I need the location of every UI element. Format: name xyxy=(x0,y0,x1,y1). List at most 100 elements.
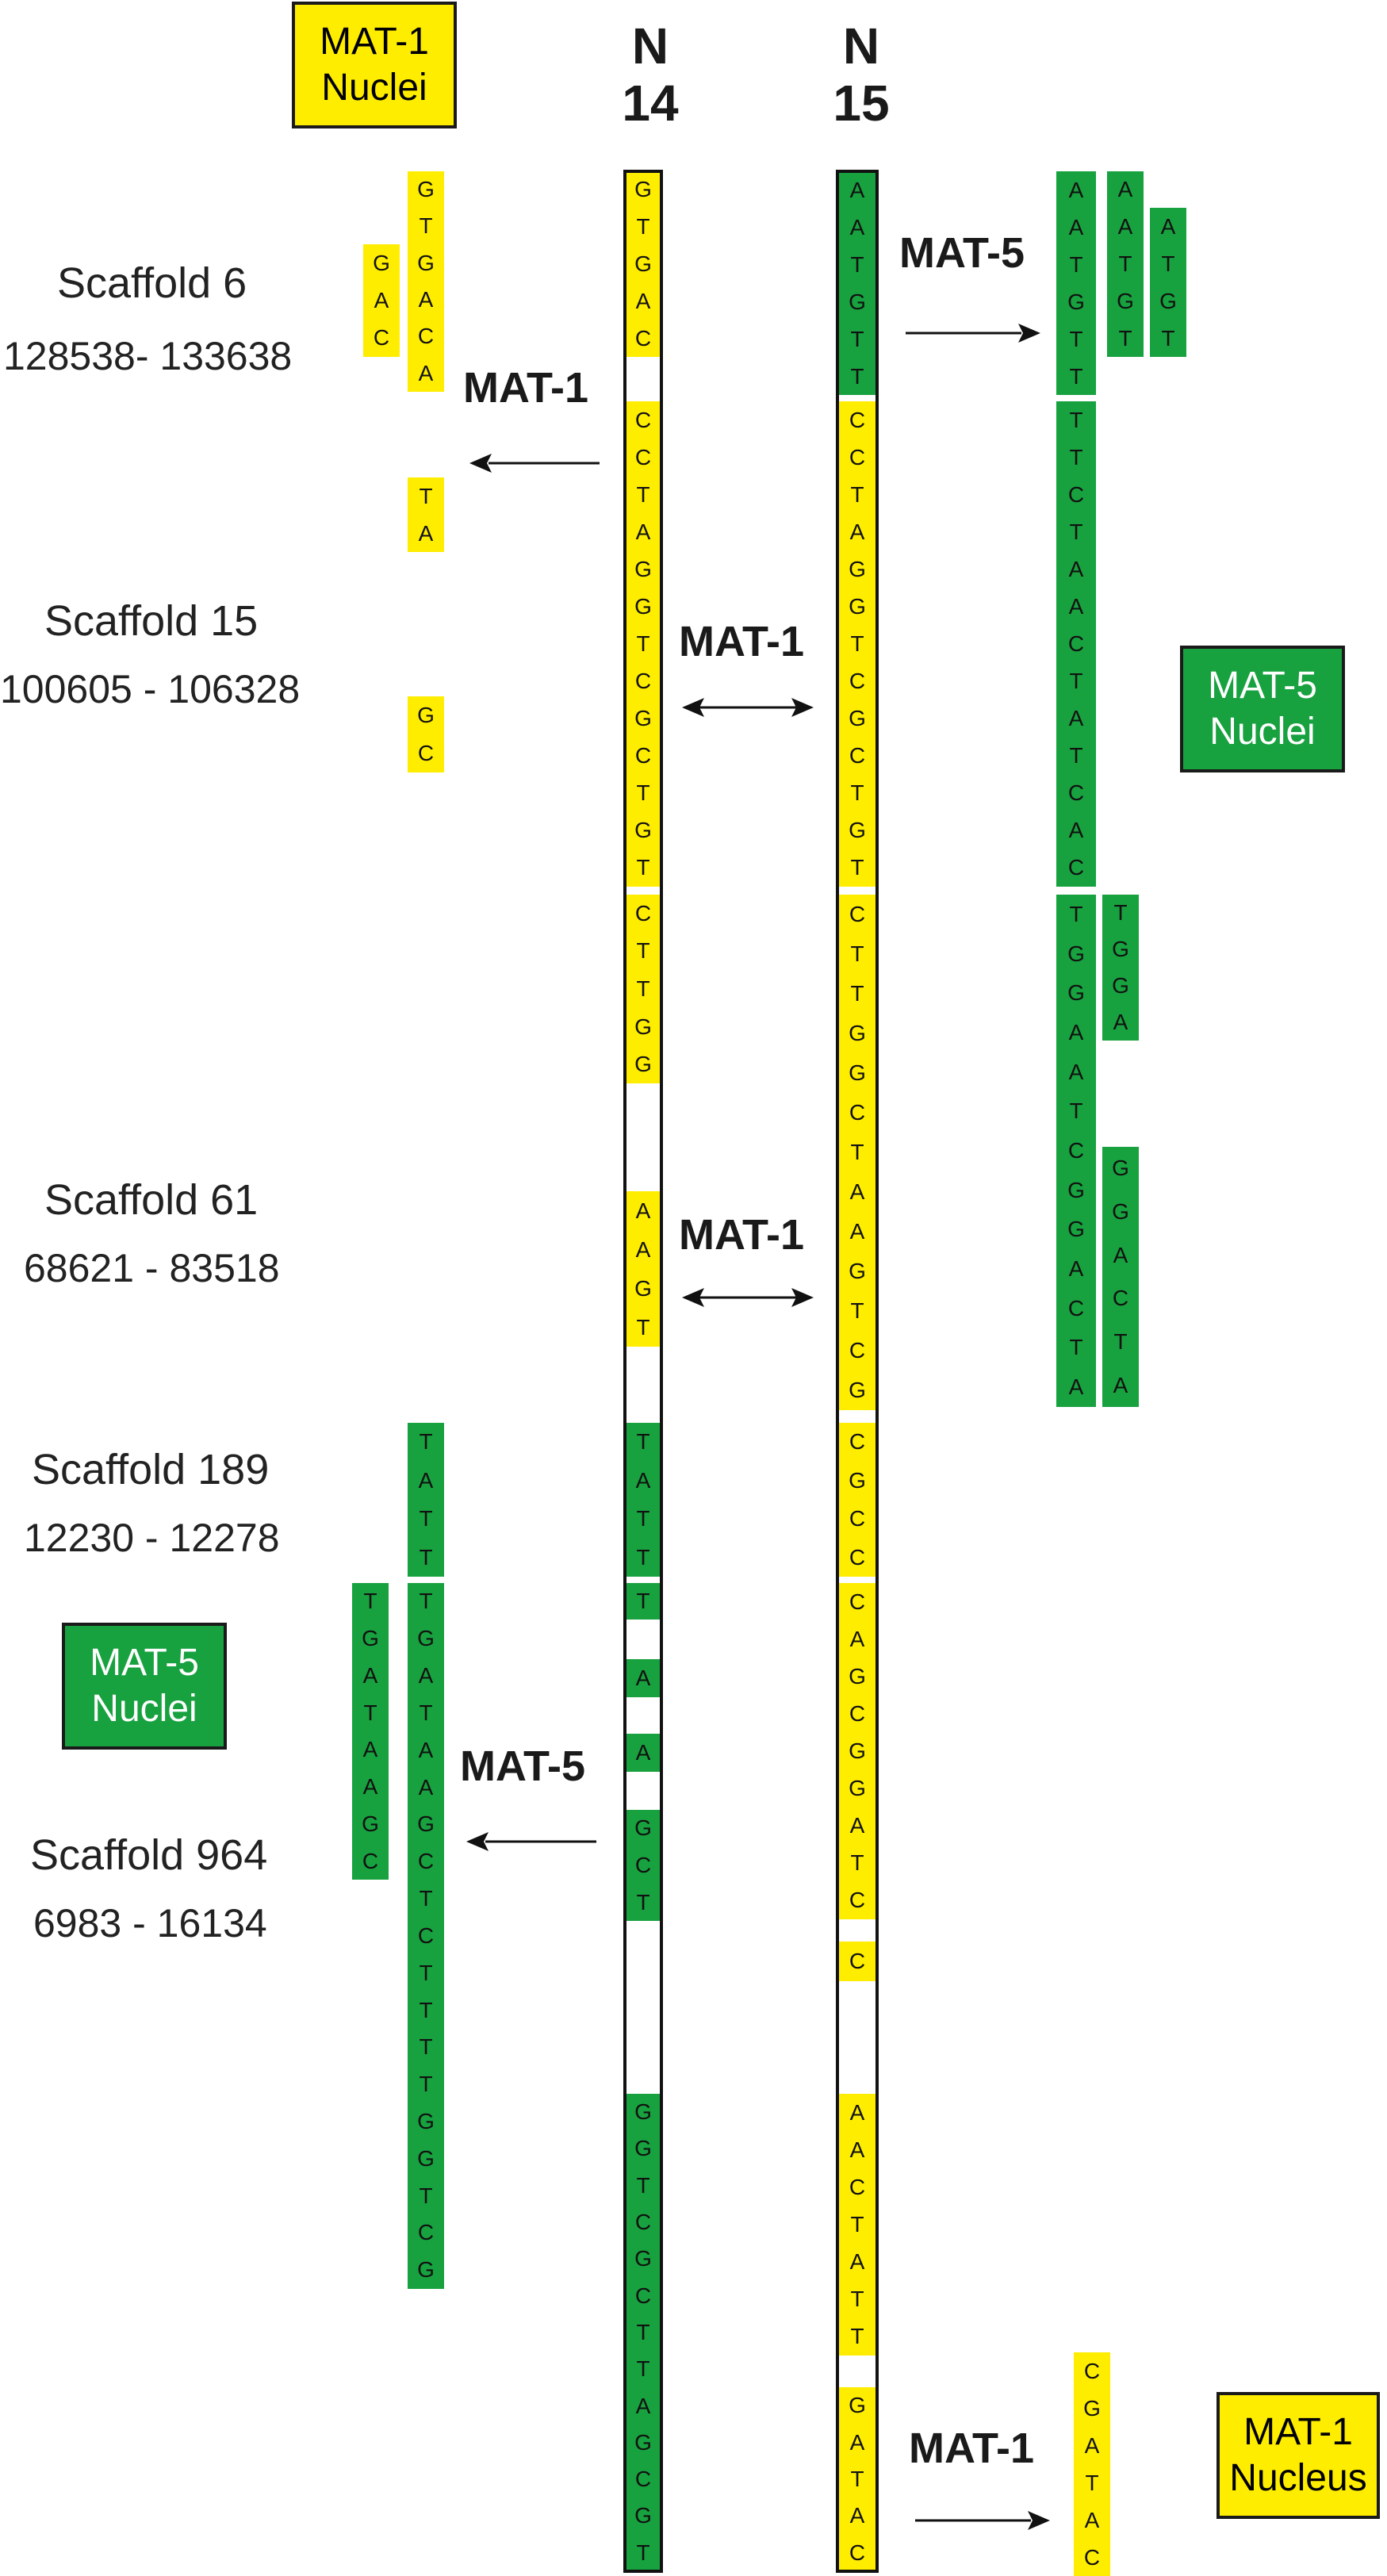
nucleotide-letter: G xyxy=(634,2099,652,2125)
arrow-double-icon xyxy=(682,1288,814,1307)
nucleotide-letter: C xyxy=(417,741,435,765)
nucleotide-letter: C xyxy=(1067,780,1085,806)
legend-line2: Nuclei xyxy=(321,67,427,109)
nucleotide-letter: A xyxy=(418,1663,434,1689)
nucleotide-letter: T xyxy=(636,1589,650,1613)
nucleotide-letter: G xyxy=(362,1811,379,1836)
arrow-left-icon xyxy=(466,1832,596,1851)
nucleotide-letter: C xyxy=(849,2174,866,2199)
legend-line1: MAT-5 xyxy=(90,1642,199,1684)
nucleotide-letter: C xyxy=(849,1949,866,1973)
nucleotide-letter: G xyxy=(634,1275,652,1301)
nucleotide-letter: A xyxy=(635,1467,651,1493)
nucleotide-letter: G xyxy=(634,1014,652,1039)
nucleotide-letter: A xyxy=(849,1219,865,1244)
nucleotide-letter: A xyxy=(1113,1372,1128,1397)
nucleotide-letter: A xyxy=(635,1236,651,1262)
mat-label: MAT-1 xyxy=(679,618,804,665)
nucleotide-letter: G xyxy=(1067,289,1085,314)
nucleotide-letter: G xyxy=(849,1776,866,1801)
nucleotide-letter: C xyxy=(634,444,652,470)
nucleotide-letter: T xyxy=(850,2287,864,2312)
nucleotide-letter: A xyxy=(1068,818,1084,843)
nucleotide-letter: C xyxy=(849,1506,866,1531)
nucleotide-letter: T xyxy=(636,1429,650,1455)
nucleotide-letter: T xyxy=(850,2324,864,2349)
nucleotide-letter: G xyxy=(1112,937,1129,961)
nucleotide-letter: C xyxy=(1067,855,1085,880)
column-n14-outline xyxy=(623,170,663,2573)
nucleotide-letter: G xyxy=(1159,288,1177,313)
nucleotide-letter: T xyxy=(636,2172,650,2198)
nucleotide-letter: T xyxy=(850,2466,864,2491)
nucleotide-letter: C xyxy=(849,902,866,926)
nucleotide-letter: G xyxy=(849,1467,866,1493)
nucleotide-letter: T xyxy=(419,1960,433,1985)
nucleotide-letter: T xyxy=(636,214,650,240)
nucleotide-letter: T xyxy=(636,938,650,964)
legend-mat1-nucleus: MAT-1 Nucleus xyxy=(1216,2392,1380,2519)
nucleotide-letter: A xyxy=(849,177,865,202)
nucleotide-letter: C xyxy=(849,1700,866,1726)
nucleotide-letter: A xyxy=(1068,706,1084,731)
arrow-left-icon xyxy=(469,454,600,473)
nucleotide-letter: A xyxy=(1068,177,1084,202)
nucleotide-letter: A xyxy=(849,2503,865,2528)
nucleotide-letter: T xyxy=(1069,901,1083,926)
nucleotide-letter: A xyxy=(1068,1019,1084,1045)
nucleotide-letter: G xyxy=(849,818,866,843)
nucleotide-letter: T xyxy=(363,1700,377,1725)
legend-line2: Nucleus xyxy=(1229,2457,1367,2499)
nucleotide-letter: A xyxy=(1160,213,1176,239)
nucleotide-letter: G xyxy=(1112,973,1129,998)
legend-mat5-nuclei-right: MAT-5 Nuclei xyxy=(1180,646,1345,772)
nucleotide-letter: C xyxy=(849,1888,866,1913)
nucleotide-letter: C xyxy=(1067,1295,1085,1321)
column-heading-line1: N xyxy=(842,17,880,75)
nucleotide-letter: G xyxy=(362,1626,379,1651)
scaffold-range: 68621 - 83518 xyxy=(24,1246,280,1290)
nucleotide-letter: T xyxy=(1118,325,1132,351)
scaffold-name: Scaffold 189 xyxy=(32,1446,270,1493)
nucleotide-letter: C xyxy=(1083,2358,1101,2383)
nucleotide-letter: G xyxy=(634,177,652,202)
nucleotide-letter: G xyxy=(634,1052,652,1077)
nucleotide-letter: T xyxy=(850,363,864,389)
nucleotide-letter: T xyxy=(419,2183,433,2208)
nucleotide-letter: A xyxy=(849,2137,865,2162)
nucleotide-letter: A xyxy=(635,1198,651,1223)
nucleotide-letter: T xyxy=(419,1544,433,1570)
scaffold-range: 128538- 133638 xyxy=(3,334,293,378)
nucleotide-letter: C xyxy=(634,743,652,769)
scaffold-name: Scaffold 61 xyxy=(44,1176,259,1224)
nucleotide-letter: G xyxy=(1112,1198,1129,1224)
arrow-double-icon xyxy=(682,698,814,717)
nucleotide-letter: A xyxy=(849,1813,865,1838)
nucleotide-letter: A xyxy=(849,519,865,544)
column-heading-n15: N 15 xyxy=(822,17,901,132)
nucleotide-letter: C xyxy=(417,2220,435,2245)
nucleotide-letter: T xyxy=(1069,519,1083,544)
mat-label: MAT-5 xyxy=(460,1742,585,1790)
nucleotide-letter: C xyxy=(1067,481,1085,507)
nucleotide-letter: T xyxy=(1069,743,1083,769)
nucleotide-letter: C xyxy=(849,1429,866,1455)
nucleotide-letter: A xyxy=(418,360,434,385)
nucleotide-letter: T xyxy=(850,981,864,1006)
nucleotide-letter: G xyxy=(634,706,652,731)
nucleotide-letter: T xyxy=(1113,1328,1128,1354)
nucleotide-letter: G xyxy=(1112,1156,1129,1181)
